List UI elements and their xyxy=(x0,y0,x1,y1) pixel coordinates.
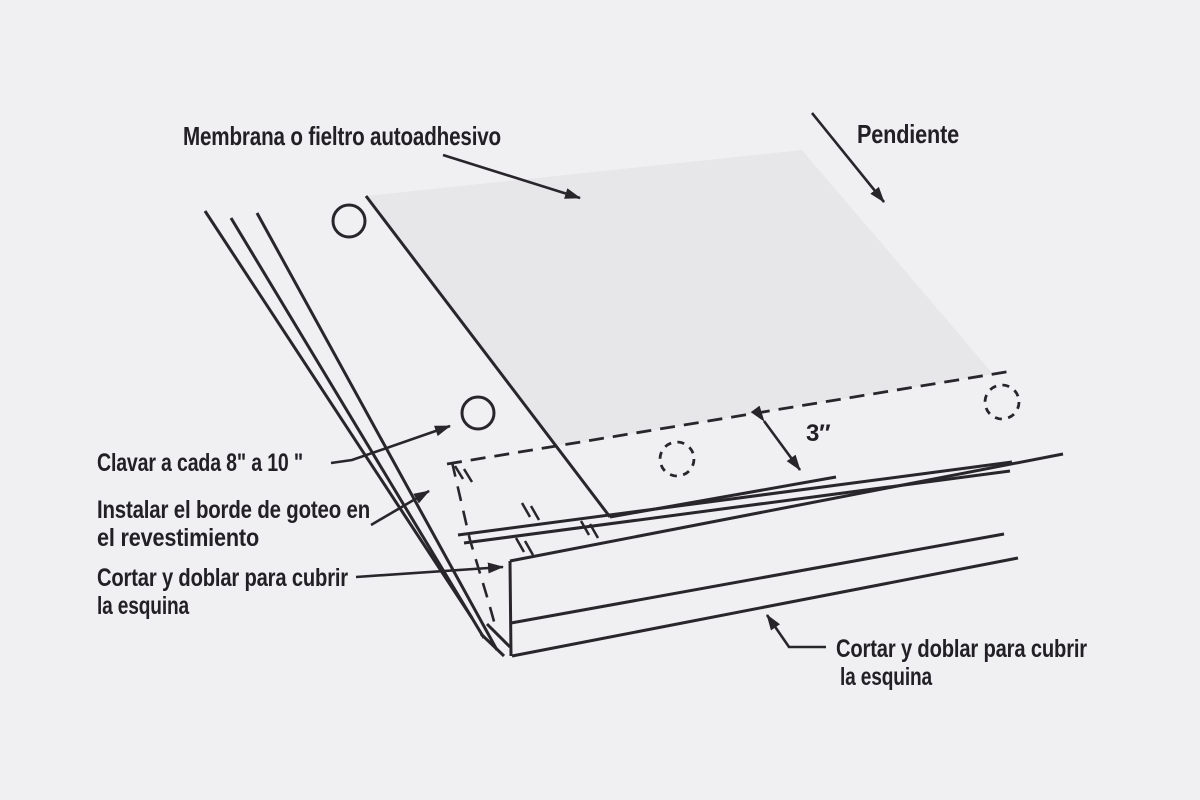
cut-fold-left-label-line2: la esquina xyxy=(97,592,190,620)
rake-tip-bevel-line-1 xyxy=(485,622,512,649)
slope-label: Pendiente xyxy=(857,119,959,149)
fold-tick-b2 xyxy=(462,468,474,483)
deck-rake-edge-line xyxy=(364,195,612,518)
rake-fascia-inner-line xyxy=(229,217,486,639)
slope-arrow xyxy=(810,112,886,203)
install-drip-edge-label-line1: Instalar el borde de goteo en xyxy=(97,496,370,524)
fold-tick-a2 xyxy=(588,523,600,539)
dashed-nail-circle-2 xyxy=(983,383,1021,421)
fold-tick-c1 xyxy=(514,537,526,553)
fascia-bottom-line xyxy=(511,556,1019,658)
cut-fold-right-arrow xyxy=(765,614,826,649)
install-drip-edge-arrow xyxy=(370,489,430,527)
corner-fold-dashed-line xyxy=(450,461,497,626)
dimension-arrow-3in xyxy=(750,405,802,471)
fold-tick-a1 xyxy=(579,520,591,536)
nail-circle-2 xyxy=(460,395,496,431)
dimension-label-3in: 3″ xyxy=(806,420,831,447)
nail-spacing-arrow xyxy=(330,424,451,465)
fold-tick-d1 xyxy=(520,502,532,518)
fascia-mid-line xyxy=(510,532,1005,625)
cut-fold-right-label-line2: la esquina xyxy=(840,663,933,691)
eave-flange-tab-bottom-line xyxy=(463,469,1011,545)
eave-flange-tab-top-line xyxy=(457,460,1013,537)
fold-tick-d2 xyxy=(529,505,541,521)
cut-fold-right-label-line1: Cortar y doblar para cubrir xyxy=(836,635,1087,663)
fold-tick-c2 xyxy=(523,540,535,556)
membrane-arrow xyxy=(442,153,581,200)
deck-front-edge-line xyxy=(509,452,1064,563)
rake-sheathing-line xyxy=(255,212,499,651)
cut-fold-left-arrow xyxy=(355,562,504,579)
cut-fold-left-label-line1: Cortar y doblar para cubrir xyxy=(97,564,348,592)
install-drip-edge-label-line2: el revestimiento xyxy=(97,524,259,552)
membrane-label: Membrana o fieltro autoadhesivo xyxy=(183,121,501,151)
nail-spacing-label: Clavar a cada 8" a 10 " xyxy=(97,449,303,477)
fold-tick-b1 xyxy=(453,465,465,480)
dashed-nail-circle-1 xyxy=(658,440,696,478)
rake-fascia-outer-line xyxy=(203,210,474,619)
nail-circle-1 xyxy=(331,203,367,239)
fascia-corner-vertical-edge xyxy=(508,560,513,657)
membrane-sheet xyxy=(366,150,993,446)
rake-tip-bevel-line-2 xyxy=(479,632,506,658)
